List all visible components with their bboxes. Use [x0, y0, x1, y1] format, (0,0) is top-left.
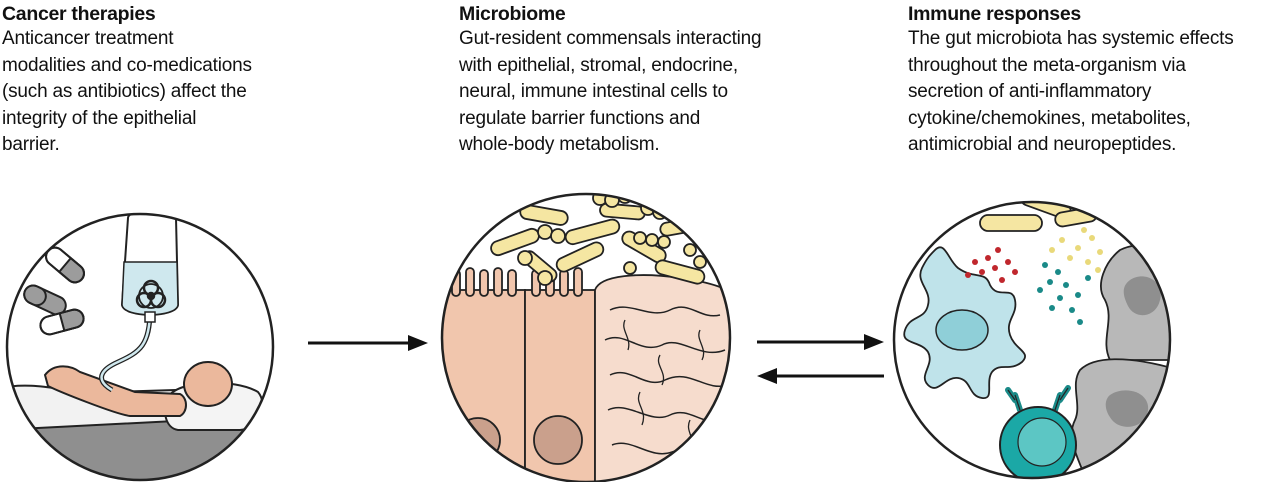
panel-description: Anticancer treatment modalities and co-m… [2, 26, 292, 159]
panel-description: The gut microbiota has systemic effects … [908, 26, 1278, 159]
immune-responses-illustration [892, 200, 1172, 480]
patient-icon [43, 361, 233, 417]
arrow-right [308, 335, 428, 351]
panel-description: Gut-resident commensals interacting with… [459, 26, 799, 159]
cytokine-dots-icon [965, 227, 1103, 325]
panel-title: Cancer therapies [2, 3, 156, 25]
panel-cancer-therapies: Cancer therapies Anticancer treatment mo… [2, 2, 292, 159]
description-line: with epithelial, stromal, endocrine, [459, 54, 738, 76]
description-line: regulate barrier functions and [459, 107, 701, 129]
cancer-therapies-illustration [5, 212, 275, 482]
description-line: Anticancer treatment [2, 28, 174, 49]
intestinal-villi-icon [442, 267, 596, 482]
biohazard-icon [135, 279, 167, 309]
description-line: barrier. [2, 134, 60, 155]
pill-icon [23, 246, 85, 336]
arrow-right [757, 334, 884, 350]
description-line: throughout the meta-organism via [908, 54, 1186, 76]
bacteria-icon [490, 194, 707, 286]
description-line: The gut microbiota has systemic effects [908, 28, 1234, 49]
description-line: antimicrobial and neuropeptides. [908, 134, 1177, 155]
lymphocyte-icon [999, 385, 1077, 478]
panel-title: Microbiome [459, 3, 566, 25]
panel-title: Immune responses [908, 3, 1081, 25]
description-line: integrity of the epithelial [2, 107, 197, 129]
description-line: modalities and co-medications [2, 54, 252, 76]
description-line: neural, immune intestinal cells to [459, 81, 728, 102]
microbiome-illustration [440, 192, 732, 482]
description-line: Gut-resident commensals interacting [459, 28, 762, 49]
description-line: cytokine/chemokines, metabolites, [908, 107, 1191, 129]
description-line: whole-body metabolism. [459, 134, 660, 155]
panel-immune-responses: Immune responses The gut microbiota has … [908, 2, 1278, 159]
panel-microbiome: Microbiome Gut-resident commensals inter… [459, 2, 799, 159]
macrophage-icon [903, 246, 1026, 399]
iv-bag-icon [120, 214, 180, 323]
arrow-left [757, 368, 884, 384]
description-line: (such as antibiotics) affect the [2, 81, 247, 102]
description-line: secretion of anti-inflammatory [908, 81, 1152, 102]
